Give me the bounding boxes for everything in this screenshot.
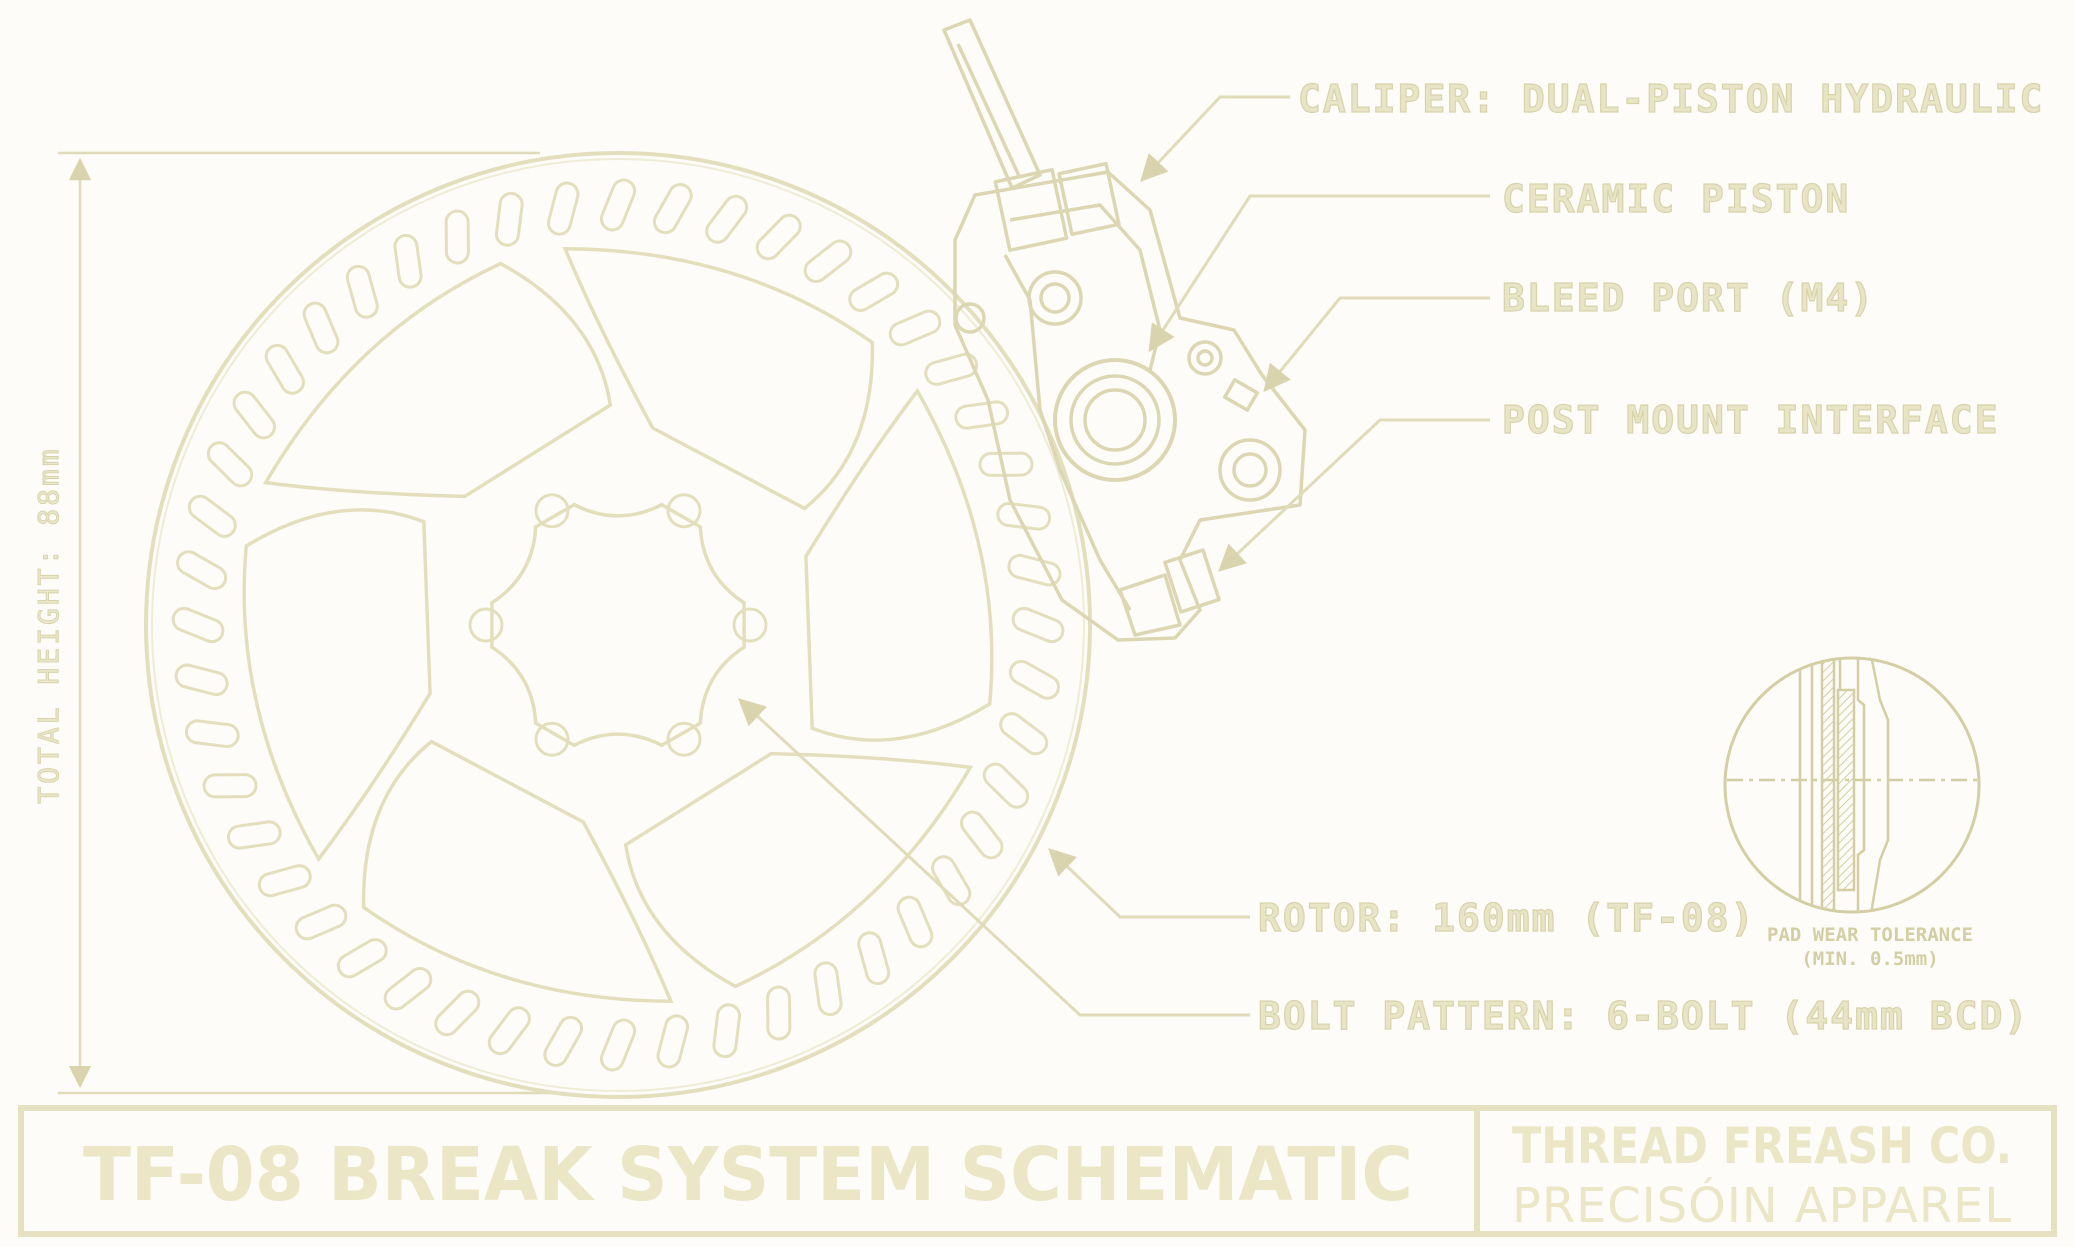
vent-slot [393,233,423,289]
vent-slot [599,178,637,232]
vent-slot [345,264,379,319]
vent-slot [712,1003,742,1059]
vent-slot [302,301,340,355]
vent-slot [705,194,749,244]
vent-slot [1007,553,1062,587]
rotor-bolt-holes [468,493,768,757]
callout-caliper: CALIPER: DUAL-PISTON HYDRAULIC [1298,77,2044,121]
height-dimension-label: TOTAL HEIGHT: 88mm [32,446,65,803]
bolt-hole [534,493,570,529]
vent-slot [599,1018,637,1072]
rotor-window [804,387,994,742]
detail-label-line2: (MIN. 0.5mm) [1801,948,1938,970]
bolt-hole [666,493,702,529]
vent-slot [848,271,900,312]
vent-slot [546,181,580,236]
vent-slot [206,441,254,488]
banjo-fitting [993,167,1069,253]
vent-slot [543,1015,584,1067]
bleed-port [1187,340,1223,376]
vent-slot [174,663,229,697]
bolt-hole [666,721,702,757]
vent-slot [257,864,312,898]
callout-bleed-port: BLEED PORT (M4) [1502,276,1875,320]
vent-slot [959,810,1004,860]
height-dimension [58,151,560,1095]
title-block [18,1105,2057,1237]
vent-slot [184,719,240,749]
vent-slot [383,966,433,1011]
vent-slot [294,903,348,941]
callout-rotor: ROTOR: 160mm (TF-08) [1258,896,1756,940]
rotor-window [623,751,974,989]
bolt-hole [732,607,768,643]
rotor-window [242,508,432,863]
callout-ceramic-piston: CERAMIC PISTON [1502,177,1850,221]
vent-slot [487,1006,531,1056]
brake-hose [942,18,1042,190]
brand-tagline: PRECISÓIN APPAREL [1512,1177,2012,1234]
rotor-vent-slots [171,178,1065,1072]
vent-slot [1008,659,1060,700]
vent-slot [888,309,942,347]
rotor-hub [490,502,746,748]
rotor-window [262,261,613,499]
vent-slot [954,400,1010,430]
vent-slot [924,352,979,386]
mount-bolt-head [1163,548,1221,614]
vent-slot [202,773,258,799]
caliper [942,18,1307,642]
bolt-hole [468,607,504,643]
vent-slot [857,931,891,986]
vent-slot [187,494,237,538]
vent-slot [171,606,225,644]
vent-slot [766,985,792,1041]
drawing-title: TF-08 BREAK SYSTEM SCHEMATIC [83,1132,1413,1218]
vent-slot [264,343,305,395]
vent-slot [434,989,481,1037]
vent-slot [978,451,1034,477]
caliper-body [953,170,1307,642]
rotor-spokes [242,246,994,1004]
vent-slot [656,1014,690,1069]
rotor-window [361,739,674,1004]
bolt-hole [534,721,570,757]
vent-slot [176,550,228,591]
vent-slot [755,213,802,261]
caliper-bolt-upper [1027,270,1083,326]
post-mount-hole [1218,438,1282,502]
pad-wear-detail [1723,656,1981,914]
vent-slot [999,712,1049,756]
vent-slot [232,390,277,440]
leader-lines [738,95,1490,1017]
vent-slot [494,191,524,247]
callout-bolt-pattern: BOLT PATTERN: 6-BOLT (44mm BCD) [1258,994,2029,1038]
vent-slot [444,209,470,265]
vent-slot [652,183,693,235]
brand-name: THREAD FREASH CO. [1512,1117,2012,1175]
vent-slot [982,762,1030,809]
detail-label-line1: PAD WEAR TOLERANCE [1767,924,1973,946]
ceramic-piston [1053,358,1177,482]
rotor-window [562,246,875,511]
vent-slot [1011,606,1065,644]
vent-slot [803,239,853,284]
callout-post-mount: POST MOUNT INTERFACE [1502,398,2000,442]
vent-slot [336,938,388,979]
vent-slot [813,961,843,1017]
rotor [144,151,1092,1099]
vent-slot [226,820,282,850]
vent-slot [896,895,934,949]
